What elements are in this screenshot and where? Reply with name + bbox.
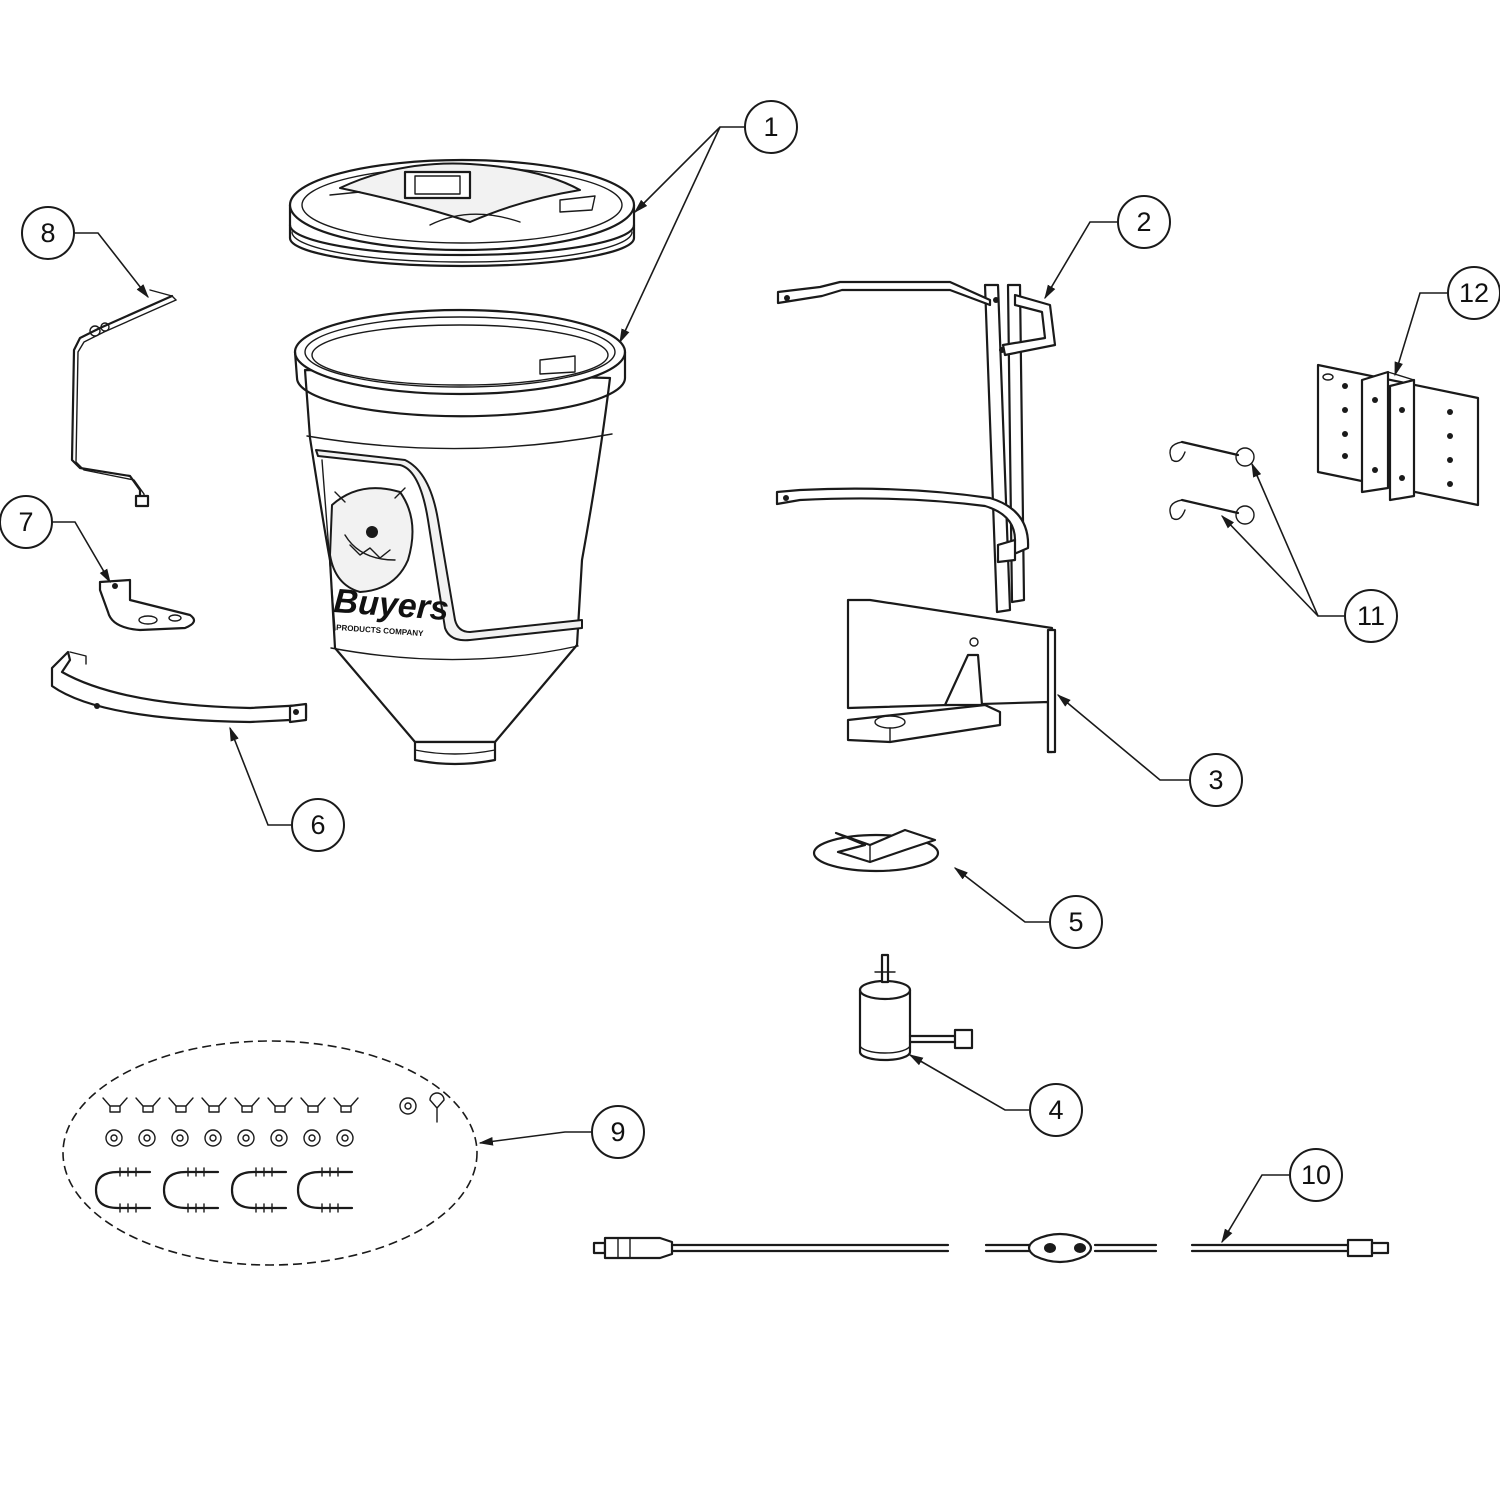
callout-2: 2 [1117,195,1171,249]
svg-text:5: 5 [1068,907,1083,937]
hitch-pins [1169,440,1255,525]
svg-text:8: 8 [40,218,55,248]
svg-text:1: 1 [763,112,778,142]
wing-nuts [102,1097,359,1113]
svg-text:4: 4 [1048,1095,1063,1125]
hopper-body [293,308,627,766]
callout-7: 7 [0,495,53,549]
callout-12: 12 [1447,266,1500,320]
callout-6: 6 [291,798,345,852]
washers [105,1129,354,1147]
callout-1: 1 [744,100,798,154]
svg-text:2: 2 [1136,207,1151,237]
callout-3: 3 [1189,753,1243,807]
agitator-rod [70,289,177,508]
callout-11: 11 [1344,589,1398,643]
leader-lines [48,126,1448,1244]
callout-9: 9 [591,1105,645,1159]
spinner-disc [812,828,940,873]
svg-text:9: 9 [610,1117,625,1147]
logo-brand-text: Buyers [332,582,450,628]
wiring-harness [592,1232,1390,1264]
svg-text:6: 6 [310,810,325,840]
svg-text:10: 10 [1301,1160,1331,1190]
mounting-frame [775,280,1057,614]
svg-text:11: 11 [1357,601,1385,631]
motor [858,953,974,1062]
callout-4: 4 [1029,1083,1083,1137]
callout-8: 8 [21,206,75,260]
svg-text:12: 12 [1459,278,1489,308]
callout-5: 5 [1049,895,1103,949]
u-bolts [94,1167,354,1213]
hopper-strap [50,650,308,724]
callout-10: 10 [1289,1148,1343,1202]
mount-plate [1316,363,1480,507]
hardware-kit [62,1040,478,1266]
spinner-bracket [846,598,1057,754]
hopper-lid [288,158,636,268]
small-bracket [98,578,196,632]
svg-text:3: 3 [1208,765,1223,795]
svg-text:7: 7 [18,507,33,537]
buyers-logo: Buyers PRODUCTS COMPANY [329,487,450,638]
